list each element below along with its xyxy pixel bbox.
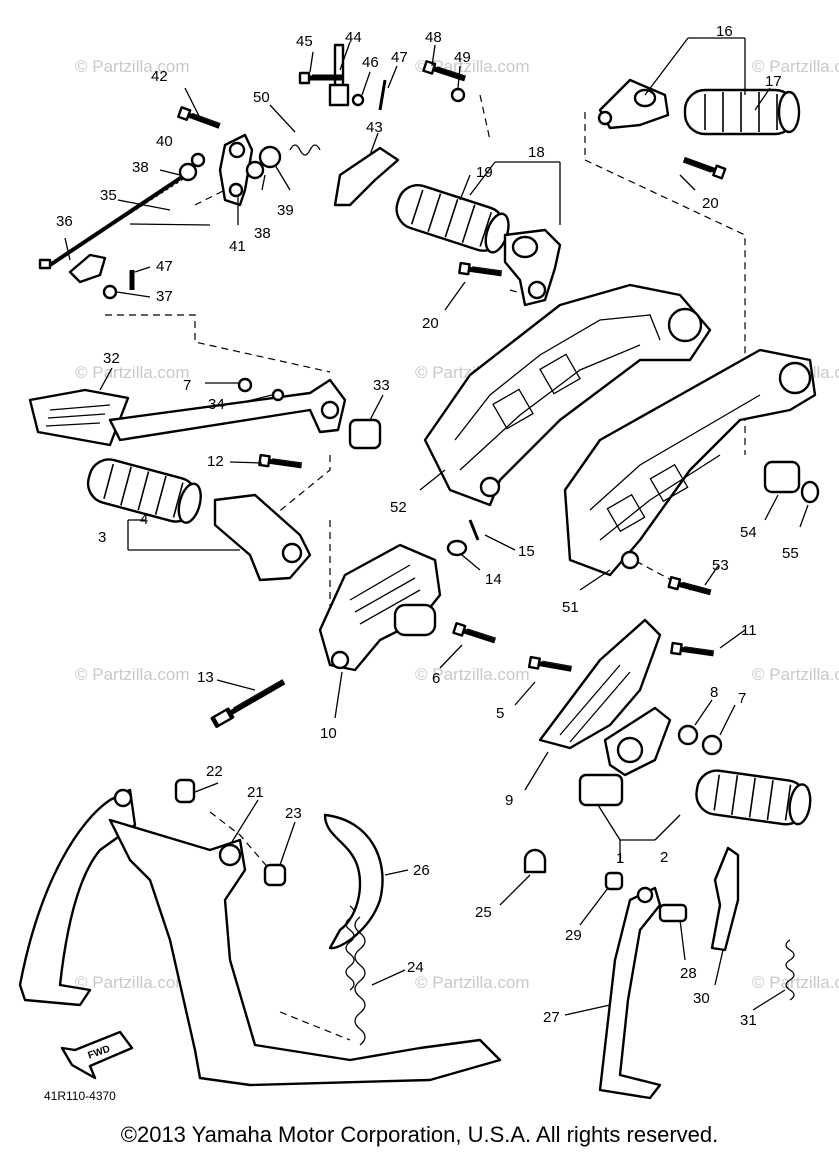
watermark: © Partzilla.com [415,665,530,684]
callout-30: 30 [693,990,710,1007]
callout-28: 28 [680,965,697,982]
callout-38-right: 38 [254,225,271,242]
assembly-guide-lines [105,94,746,1041]
callout-54: 54 [740,524,757,541]
callout-3: 3 [98,529,106,546]
leader-lines [64,37,809,1016]
callout-29: 29 [565,927,582,944]
callout-18: 18 [528,144,545,161]
callout-50: 50 [253,89,270,106]
callout-24: 24 [407,959,424,976]
footrest-16 [597,78,801,178]
callout-9: 9 [505,792,513,809]
watermark: © Partzilla.com [75,363,190,382]
callout-7-lower: 7 [738,690,746,707]
callout-19: 19 [476,164,493,181]
callout-48: 48 [425,29,442,46]
copyright-notice: ©2013 Yamaha Motor Corporation, U.S.A. A… [120,1122,719,1147]
callout-5: 5 [496,705,504,722]
callout-34: 34 [208,396,225,413]
forward-arrow: FWD [60,1030,134,1080]
callout-22: 22 [206,763,223,780]
callout-1: 1 [616,850,624,867]
callout-15: 15 [518,543,535,560]
callout-14: 14 [485,571,502,588]
callout-13: 13 [197,669,214,686]
callout-52: 52 [390,499,407,516]
callout-4: 4 [140,511,148,528]
callout-44: 44 [345,29,362,46]
footrest-1 [529,618,815,829]
callout-17: 17 [765,73,782,90]
watermark-layer: © Partzilla.com © Partzilla.com © Partzi… [75,57,839,992]
callout-47-lower: 47 [156,258,173,275]
callout-35: 35 [100,187,117,204]
callout-16: 16 [716,23,733,40]
callout-41: 41 [229,238,246,255]
callout-2: 2 [660,849,668,866]
callout-labels: 1 2 3 4 5 6 7 7 8 9 10 11 12 13 14 15 16… [56,23,799,1029]
callout-49: 49 [454,49,471,66]
callout-51: 51 [562,599,579,616]
callout-31: 31 [740,1012,757,1029]
diagram-code: 41R110-4370 [44,1089,116,1103]
callout-33: 33 [373,377,390,394]
callout-20-middle: 20 [422,315,439,332]
callout-37: 37 [156,288,173,305]
footrest-18 [390,178,562,307]
callout-40: 40 [156,133,173,150]
callout-11: 11 [741,622,757,639]
callout-6: 6 [432,670,440,687]
callout-42: 42 [151,68,168,85]
callout-36: 36 [56,213,73,230]
callout-26: 26 [413,862,430,879]
center-stand [18,778,547,1087]
footrest-3 [82,455,312,582]
footrest-bracket-10 [213,519,497,726]
callout-21: 21 [247,784,264,801]
brake-linkage [38,43,466,300]
watermark: © Partzilla.com [75,973,190,992]
watermark: © Partzilla.com [415,973,530,992]
callout-20-upper: 20 [702,195,719,212]
callout-12: 12 [207,453,224,470]
watermark: © Partzilla.com [75,57,190,76]
callout-32: 32 [103,350,120,367]
callout-8: 8 [710,684,718,701]
watermark: © Partzilla.com [752,665,839,684]
watermark: © Partzilla.com [752,973,839,992]
side-stand [598,846,795,1100]
callout-43: 43 [366,119,383,136]
callout-38-left: 38 [132,159,149,176]
callout-46: 46 [362,54,379,71]
callout-25: 25 [475,904,492,921]
callout-55: 55 [782,545,799,562]
callout-23: 23 [285,805,302,822]
callout-39: 39 [277,202,294,219]
watermark: © Partzilla.com [75,665,190,684]
callout-7-upper: 7 [183,377,191,394]
footrest-brackets [423,283,820,598]
callout-10: 10 [320,725,337,742]
brake-pedal [28,377,382,450]
watermark: © Partzilla.com [752,57,839,76]
exploded-parts-diagram: © Partzilla.com © Partzilla.com © Partzi… [18,23,839,1103]
callout-45: 45 [296,33,313,50]
callout-47-upper: 47 [391,49,408,66]
callout-27: 27 [543,1009,560,1026]
callout-53: 53 [712,557,729,574]
